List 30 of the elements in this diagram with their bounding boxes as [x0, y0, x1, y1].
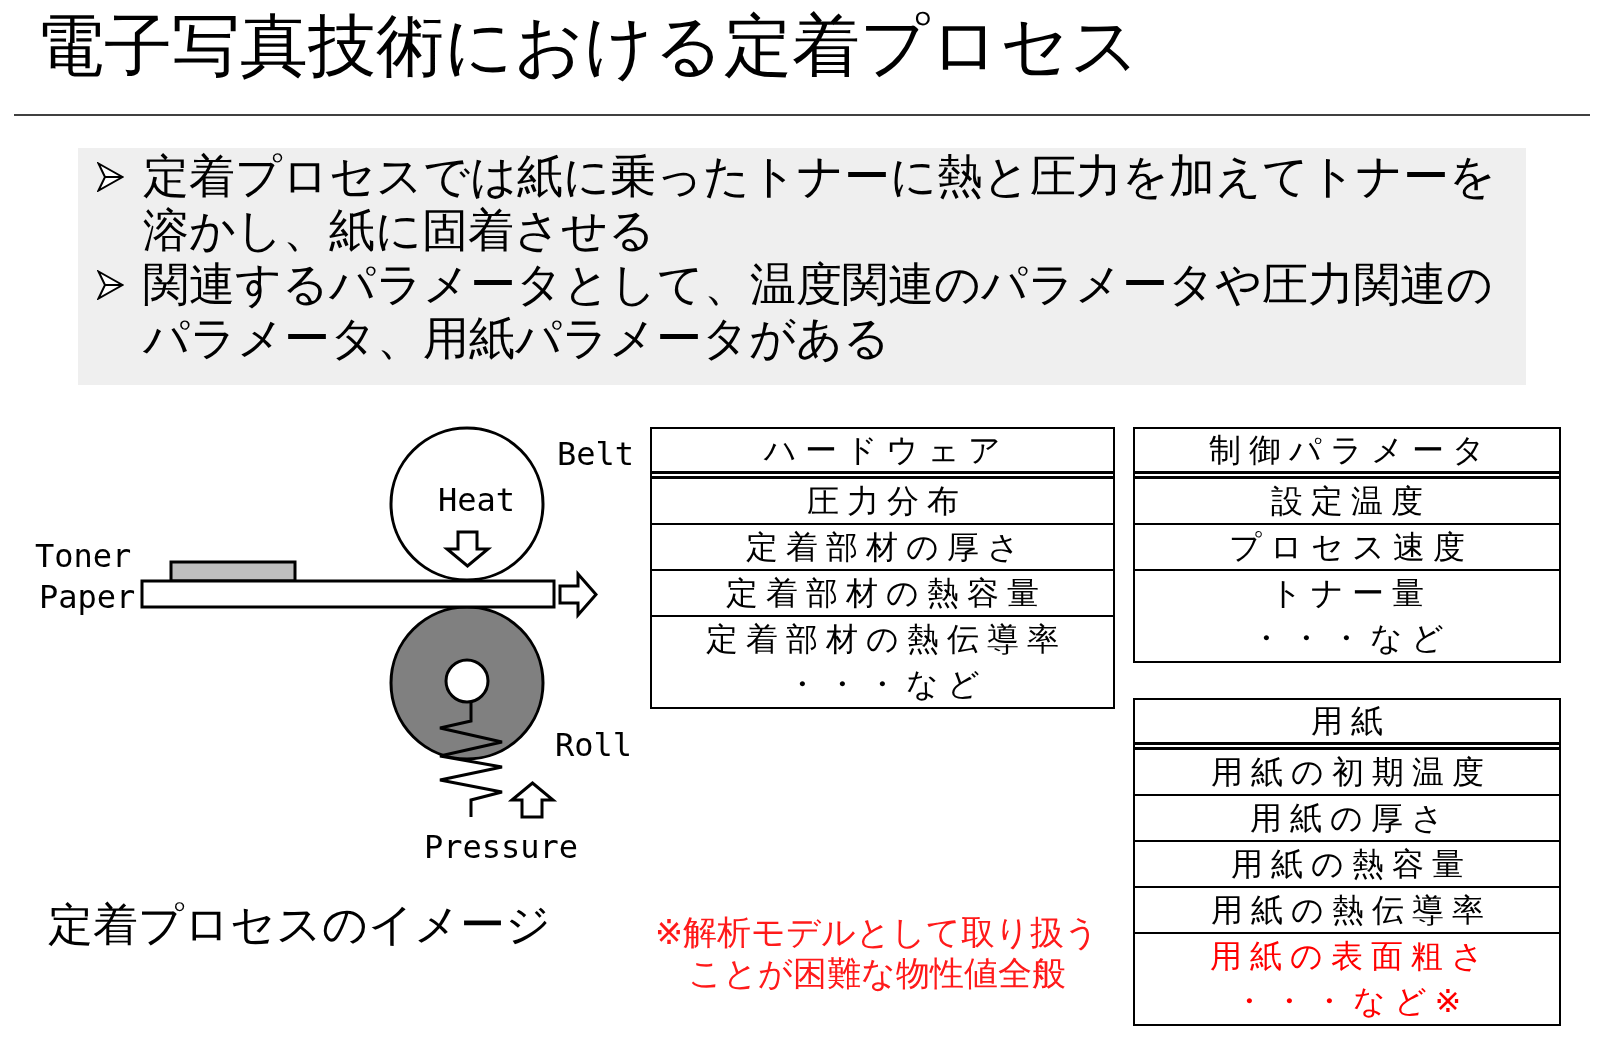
table-header: 制御パラメータ [1135, 429, 1559, 479]
table-cell: 設定温度 [1135, 479, 1559, 525]
table-cell-text: トナー量 ・・・など [1249, 573, 1453, 659]
table-cell: 用紙の熱伝導率 [1135, 888, 1559, 934]
parameter-table [1133, 427, 1561, 663]
table-cell-text: 用紙の表面粗さ ・・・など※ [1209, 936, 1493, 1022]
part-label: Paper [39, 579, 136, 615]
table-cell: プロセス速度 [1135, 525, 1559, 571]
table-header: ハードウェア [652, 429, 1113, 479]
part-label: Toner [35, 538, 132, 574]
footnote-note: ※解析モデルとして取り扱うことが困難な物性値全般 [653, 912, 1101, 994]
figure-caption: 定着プロセスのイメージ [48, 898, 551, 952]
part-label: Belt [557, 436, 635, 472]
table-cell: 用紙の初期温度 [1135, 750, 1559, 796]
parameter-table [1133, 698, 1561, 1026]
parameter-table [650, 427, 1115, 709]
bullet-text: 定着プロセスでは紙に乗ったトナーに熱と圧力を加えてトナーを溶かし、紙に固着させる [143, 149, 1497, 257]
table-cell: 用紙の熱容量 [1135, 842, 1559, 888]
table-header: 用紙 [1135, 700, 1559, 750]
slide-title: 電子写真技術における定着プロセス [36, 6, 1140, 86]
table-cell: 定着部材の厚さ [652, 525, 1113, 571]
table-cell: 用紙の厚さ [1135, 796, 1559, 842]
table-cell: 定着部材の熱容量 [652, 571, 1113, 617]
table-cell-text: 定着部材の熱伝導率 ・・・など [705, 619, 1068, 705]
summary-panel [78, 148, 1526, 385]
force-label: Heat [438, 482, 516, 518]
force-label: Pressure [424, 829, 579, 865]
part-label: Roll [555, 727, 633, 763]
table-cell: 圧力分布 [652, 479, 1113, 525]
bullet-text: 関連するパラメータとして、温度関連のパラメータや圧力関連のパラメータ、用紙パラメータがある [143, 257, 1494, 365]
